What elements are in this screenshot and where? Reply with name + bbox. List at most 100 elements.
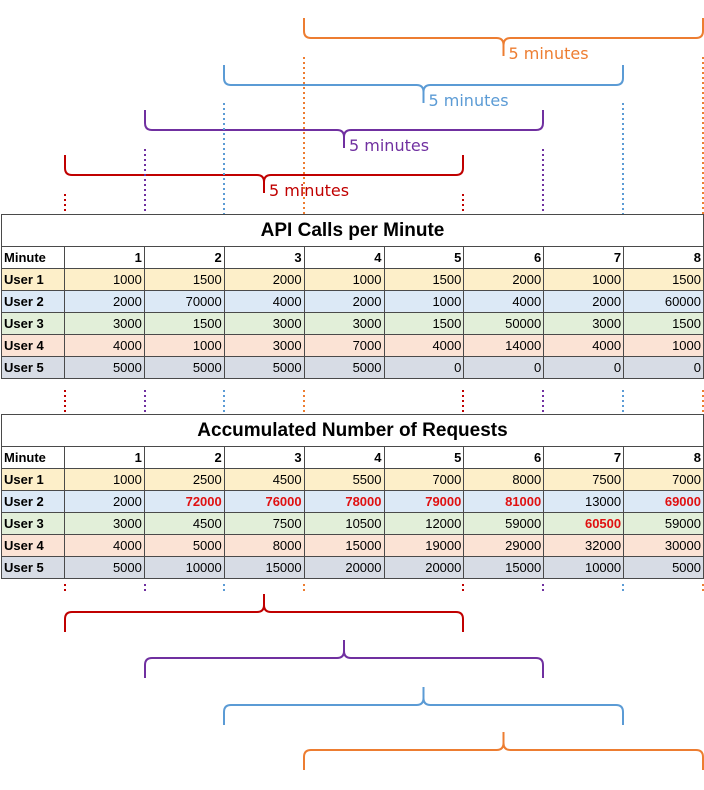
table-title: API Calls per Minute	[1, 214, 704, 247]
user-label: User 2	[1, 490, 65, 513]
value-cell: 2000	[543, 290, 625, 313]
window-brace-top	[223, 65, 624, 103]
value-cell: 1500	[623, 312, 704, 335]
value-cell: 3000	[543, 312, 625, 335]
window-brace-bottom	[144, 640, 544, 678]
window-label: 5 minutes	[269, 181, 349, 200]
value-cell: 72000	[143, 490, 225, 513]
value-cell: 8000	[223, 534, 305, 557]
value-cell: 1000	[623, 334, 704, 357]
value-cell: 4000	[463, 290, 545, 313]
user-label: User 1	[1, 268, 65, 291]
value-cell: 1000	[143, 334, 225, 357]
minute-header: 5	[383, 246, 465, 269]
value-cell: 5000	[143, 356, 225, 379]
value-cell: 1000	[64, 268, 145, 291]
value-cell: 2000	[64, 290, 145, 313]
value-cell: 32000	[543, 534, 625, 557]
user-label: User 3	[1, 512, 65, 535]
window-brace-top	[64, 155, 464, 193]
window-brace-bottom	[223, 687, 624, 725]
window-brace-bottom	[303, 732, 704, 770]
user-label: User 2	[1, 290, 65, 313]
window-label: 5 minutes	[349, 136, 429, 155]
value-cell: 5000	[303, 356, 385, 379]
value-cell: 20000	[383, 556, 465, 579]
value-cell: 78000	[303, 490, 385, 513]
user-label: User 5	[1, 356, 65, 379]
value-cell: 12000	[383, 512, 465, 535]
value-cell: 4500	[223, 468, 305, 491]
window-brace-top	[144, 110, 544, 148]
minute-header: 6	[463, 446, 545, 469]
value-cell: 29000	[463, 534, 545, 557]
value-cell: 5000	[143, 534, 225, 557]
value-cell: 2000	[463, 268, 545, 291]
minute-header: 4	[303, 246, 385, 269]
window-brace-bottom	[64, 594, 464, 632]
window-label: 5 minutes	[509, 44, 589, 63]
minute-header: 2	[143, 246, 225, 269]
minute-header: 8	[623, 446, 704, 469]
header-label: Minute	[1, 246, 65, 269]
value-cell: 79000	[383, 490, 465, 513]
value-cell: 1000	[543, 268, 625, 291]
minute-header: 7	[543, 446, 625, 469]
minute-header: 8	[623, 246, 704, 269]
value-cell: 4000	[543, 334, 625, 357]
value-cell: 7000	[303, 334, 385, 357]
value-cell: 1500	[143, 268, 225, 291]
value-cell: 7500	[543, 468, 625, 491]
minute-header: 6	[463, 246, 545, 269]
value-cell: 2000	[64, 490, 145, 513]
value-cell: 10000	[543, 556, 625, 579]
minute-header: 1	[64, 246, 145, 269]
value-cell: 4000	[223, 290, 305, 313]
minute-header: 7	[543, 246, 625, 269]
value-cell: 1500	[383, 268, 465, 291]
value-cell: 4500	[143, 512, 225, 535]
value-cell: 5000	[64, 556, 145, 579]
minute-header: 4	[303, 446, 385, 469]
value-cell: 60000	[623, 290, 704, 313]
minute-header: 1	[64, 446, 145, 469]
value-cell: 2000	[303, 290, 385, 313]
value-cell: 1500	[383, 312, 465, 335]
value-cell: 30000	[623, 534, 704, 557]
value-cell: 2500	[143, 468, 225, 491]
value-cell: 70000	[143, 290, 225, 313]
user-label: User 5	[1, 556, 65, 579]
value-cell: 59000	[463, 512, 545, 535]
header-label: Minute	[1, 446, 65, 469]
value-cell: 5000	[623, 556, 704, 579]
value-cell: 50000	[463, 312, 545, 335]
value-cell: 5000	[223, 356, 305, 379]
value-cell: 2000	[223, 268, 305, 291]
value-cell: 3000	[223, 334, 305, 357]
value-cell: 0	[463, 356, 545, 379]
value-cell: 1500	[623, 268, 704, 291]
user-label: User 1	[1, 468, 65, 491]
value-cell: 3000	[223, 312, 305, 335]
window-brace-top	[303, 18, 704, 56]
value-cell: 5500	[303, 468, 385, 491]
value-cell: 4000	[64, 334, 145, 357]
value-cell: 3000	[64, 512, 145, 535]
value-cell: 1000	[303, 268, 385, 291]
value-cell: 0	[623, 356, 704, 379]
value-cell: 15000	[303, 534, 385, 557]
value-cell: 1500	[143, 312, 225, 335]
user-label: User 4	[1, 534, 65, 557]
value-cell: 7500	[223, 512, 305, 535]
window-label: 5 minutes	[429, 91, 509, 110]
value-cell: 0	[543, 356, 625, 379]
